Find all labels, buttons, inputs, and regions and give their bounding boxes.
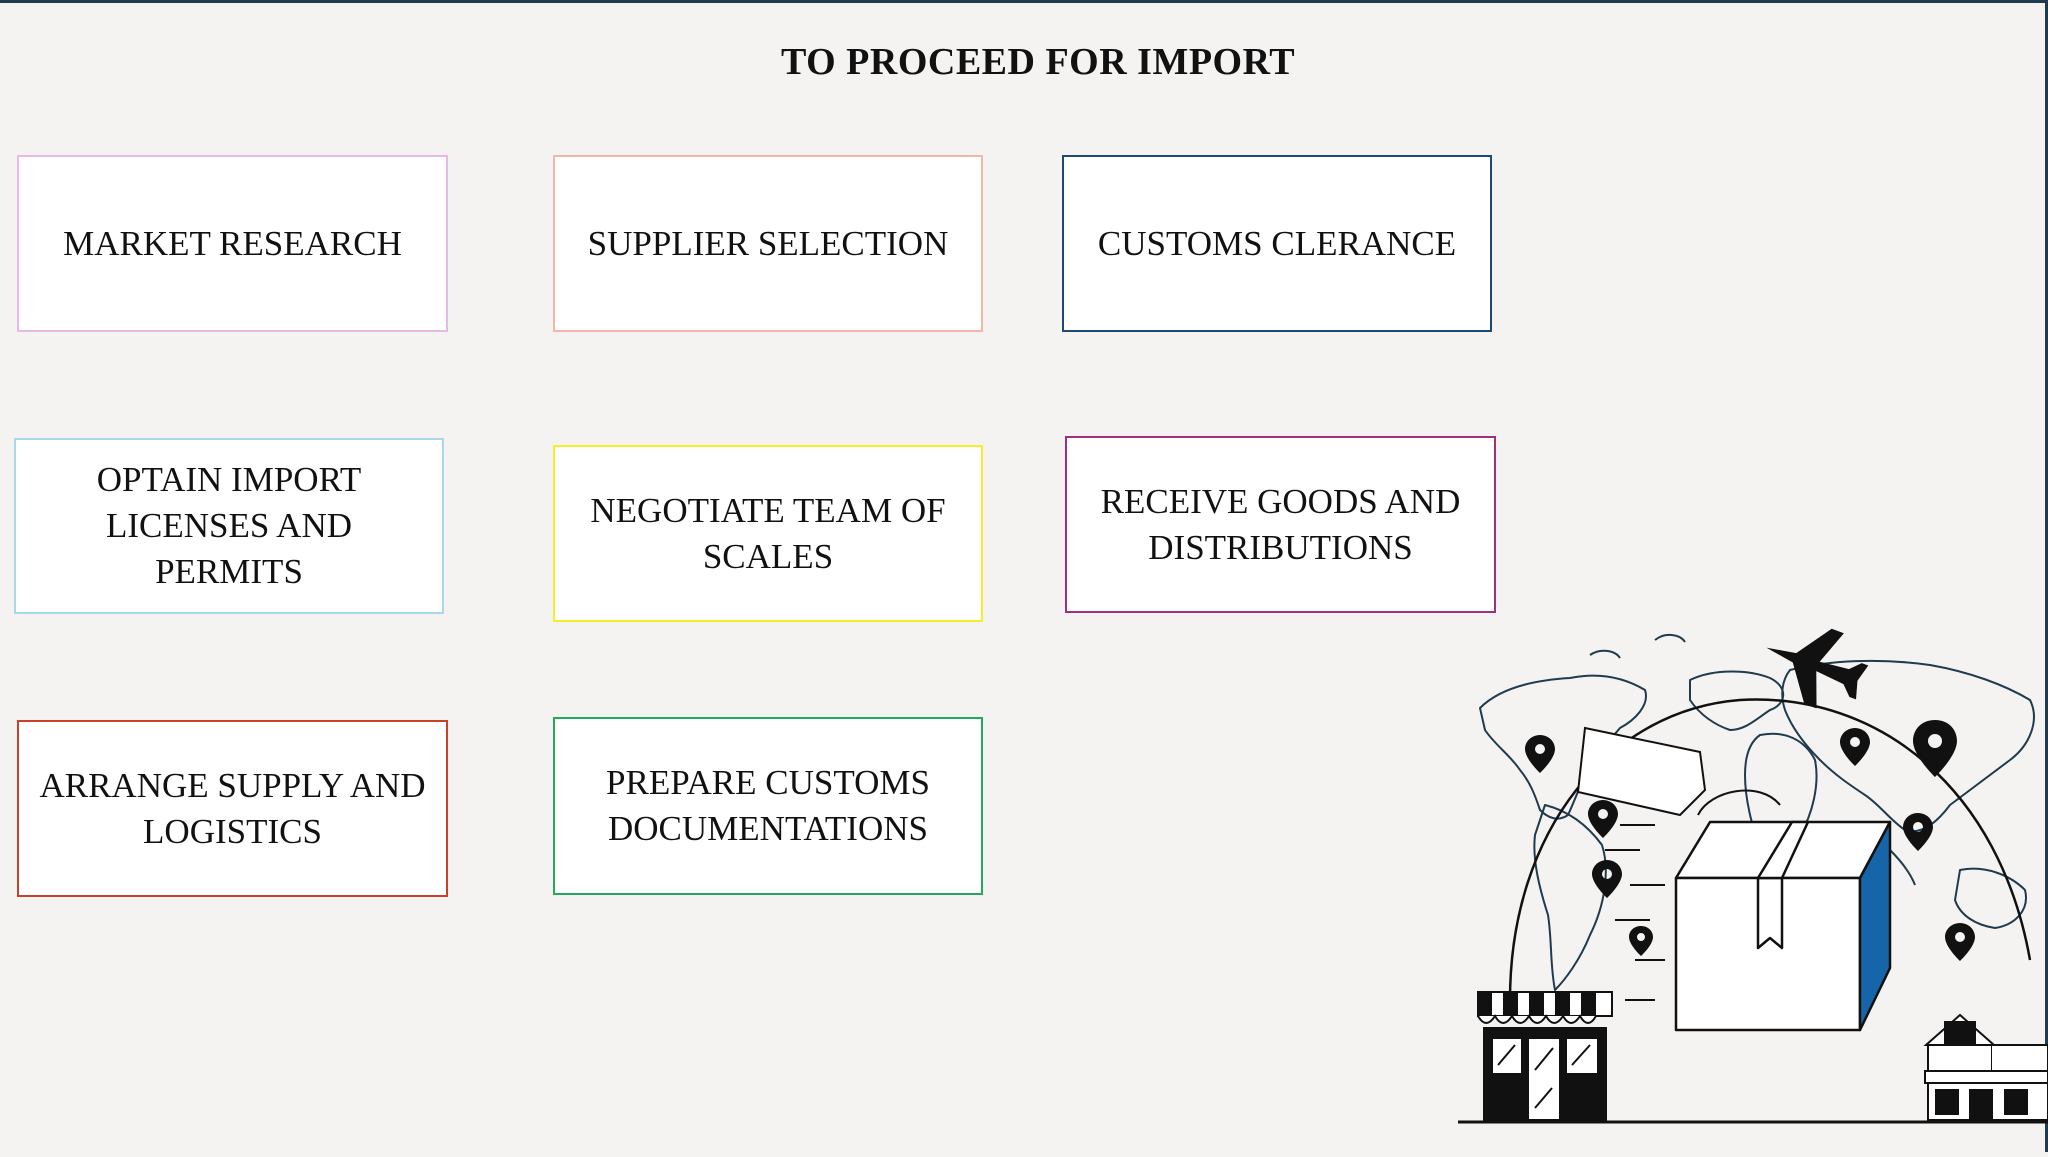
step-arrange-logistics: ARRANGE SUPPLY AND LOGISTICS	[17, 720, 448, 897]
shop-icon	[1477, 991, 1613, 1121]
step-obtain-licenses: OPTAIN IMPORT LICENSES AND PERMITS	[14, 438, 444, 614]
package-box-icon	[1674, 820, 1892, 1032]
label-tag-icon	[1576, 726, 1707, 817]
step-market-research: MARKET RESEARCH	[17, 155, 448, 332]
step-prepare-documentation: PREPARE CUSTOMS DOCUMENTATIONS	[553, 717, 983, 895]
step-receive-goods: RECEIVE GOODS AND DISTRIBUTIONS	[1065, 436, 1496, 613]
step-supplier-selection: SUPPLIER SELECTION	[553, 155, 983, 332]
import-illustration	[1440, 560, 2048, 1152]
page-title: TO PROCEED FOR IMPORT	[780, 41, 1296, 83]
step-customs-clearance: CUSTOMS CLERANCE	[1062, 155, 1492, 332]
airplane-icon	[1766, 628, 1869, 709]
house-icon	[1923, 1013, 2048, 1121]
step-negotiate-terms: NEGOTIATE TEAM OF SCALES	[553, 445, 983, 622]
location-pin-icon	[1525, 720, 1975, 961]
